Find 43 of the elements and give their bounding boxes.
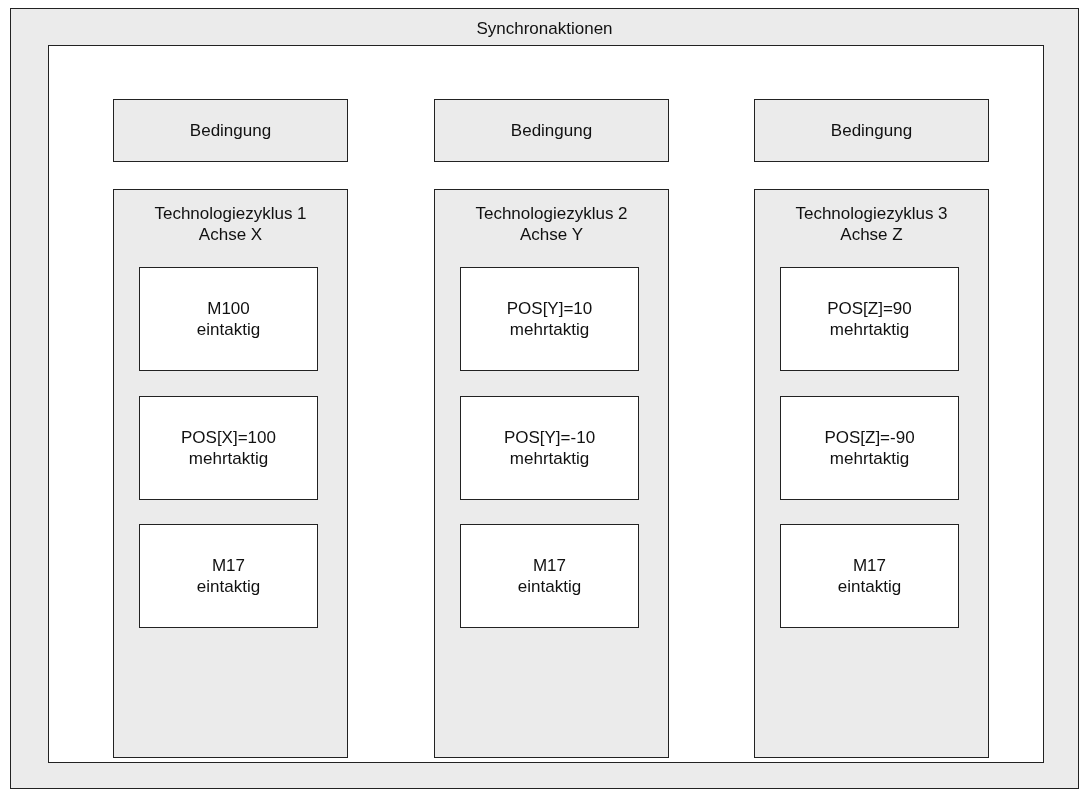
step-mode: eintaktig <box>517 576 582 597</box>
step-box <box>780 524 959 628</box>
heading: Technologiezyklus 2 <box>475 203 628 224</box>
step-mode: eintaktig <box>837 576 902 597</box>
step-mode: mehrtaktig <box>829 448 910 469</box>
heading: Achse Y <box>520 224 583 245</box>
heading: Bedingung <box>189 120 272 141</box>
step-box <box>139 267 318 371</box>
step-label: M17 <box>532 555 567 576</box>
cycle-panel <box>754 189 989 758</box>
step-label: POS[Y]=-10 <box>503 427 596 448</box>
step-mode: mehrtaktig <box>509 448 590 469</box>
cycle-panel <box>113 189 348 758</box>
condition-box <box>434 99 669 162</box>
step-mode: mehrtaktig <box>509 319 590 340</box>
step-mode: mehrtaktig <box>829 319 910 340</box>
heading: Achse Z <box>840 224 903 245</box>
step-box <box>460 524 639 628</box>
heading: Technologiezyklus 1 <box>154 203 307 224</box>
step-label: POS[X]=100 <box>181 427 276 448</box>
heading: Bedingung <box>510 120 593 141</box>
heading: Bedingung <box>830 120 913 141</box>
step-label: POS[Z]=-90 <box>824 427 915 448</box>
step-mode: eintaktig <box>196 576 261 597</box>
condition-box <box>754 99 989 162</box>
heading: Achse X <box>198 224 263 245</box>
step-label: POS[Z]=90 <box>827 298 912 319</box>
step-box <box>780 267 959 371</box>
step-box <box>780 396 959 500</box>
step-label: POS[Y]=10 <box>506 298 593 319</box>
step-box <box>460 396 639 500</box>
step-mode: eintaktig <box>196 319 261 340</box>
step-box <box>460 267 639 371</box>
heading: Technologiezyklus 3 <box>795 203 948 224</box>
step-label: M17 <box>211 555 246 576</box>
step-label: M100 <box>207 298 250 319</box>
step-box <box>139 396 318 500</box>
heading: Synchronaktionen <box>476 18 613 39</box>
step-mode: mehrtaktig <box>188 448 269 469</box>
condition-box <box>113 99 348 162</box>
step-label: M17 <box>852 555 887 576</box>
cycle-panel <box>434 189 669 758</box>
step-box <box>139 524 318 628</box>
